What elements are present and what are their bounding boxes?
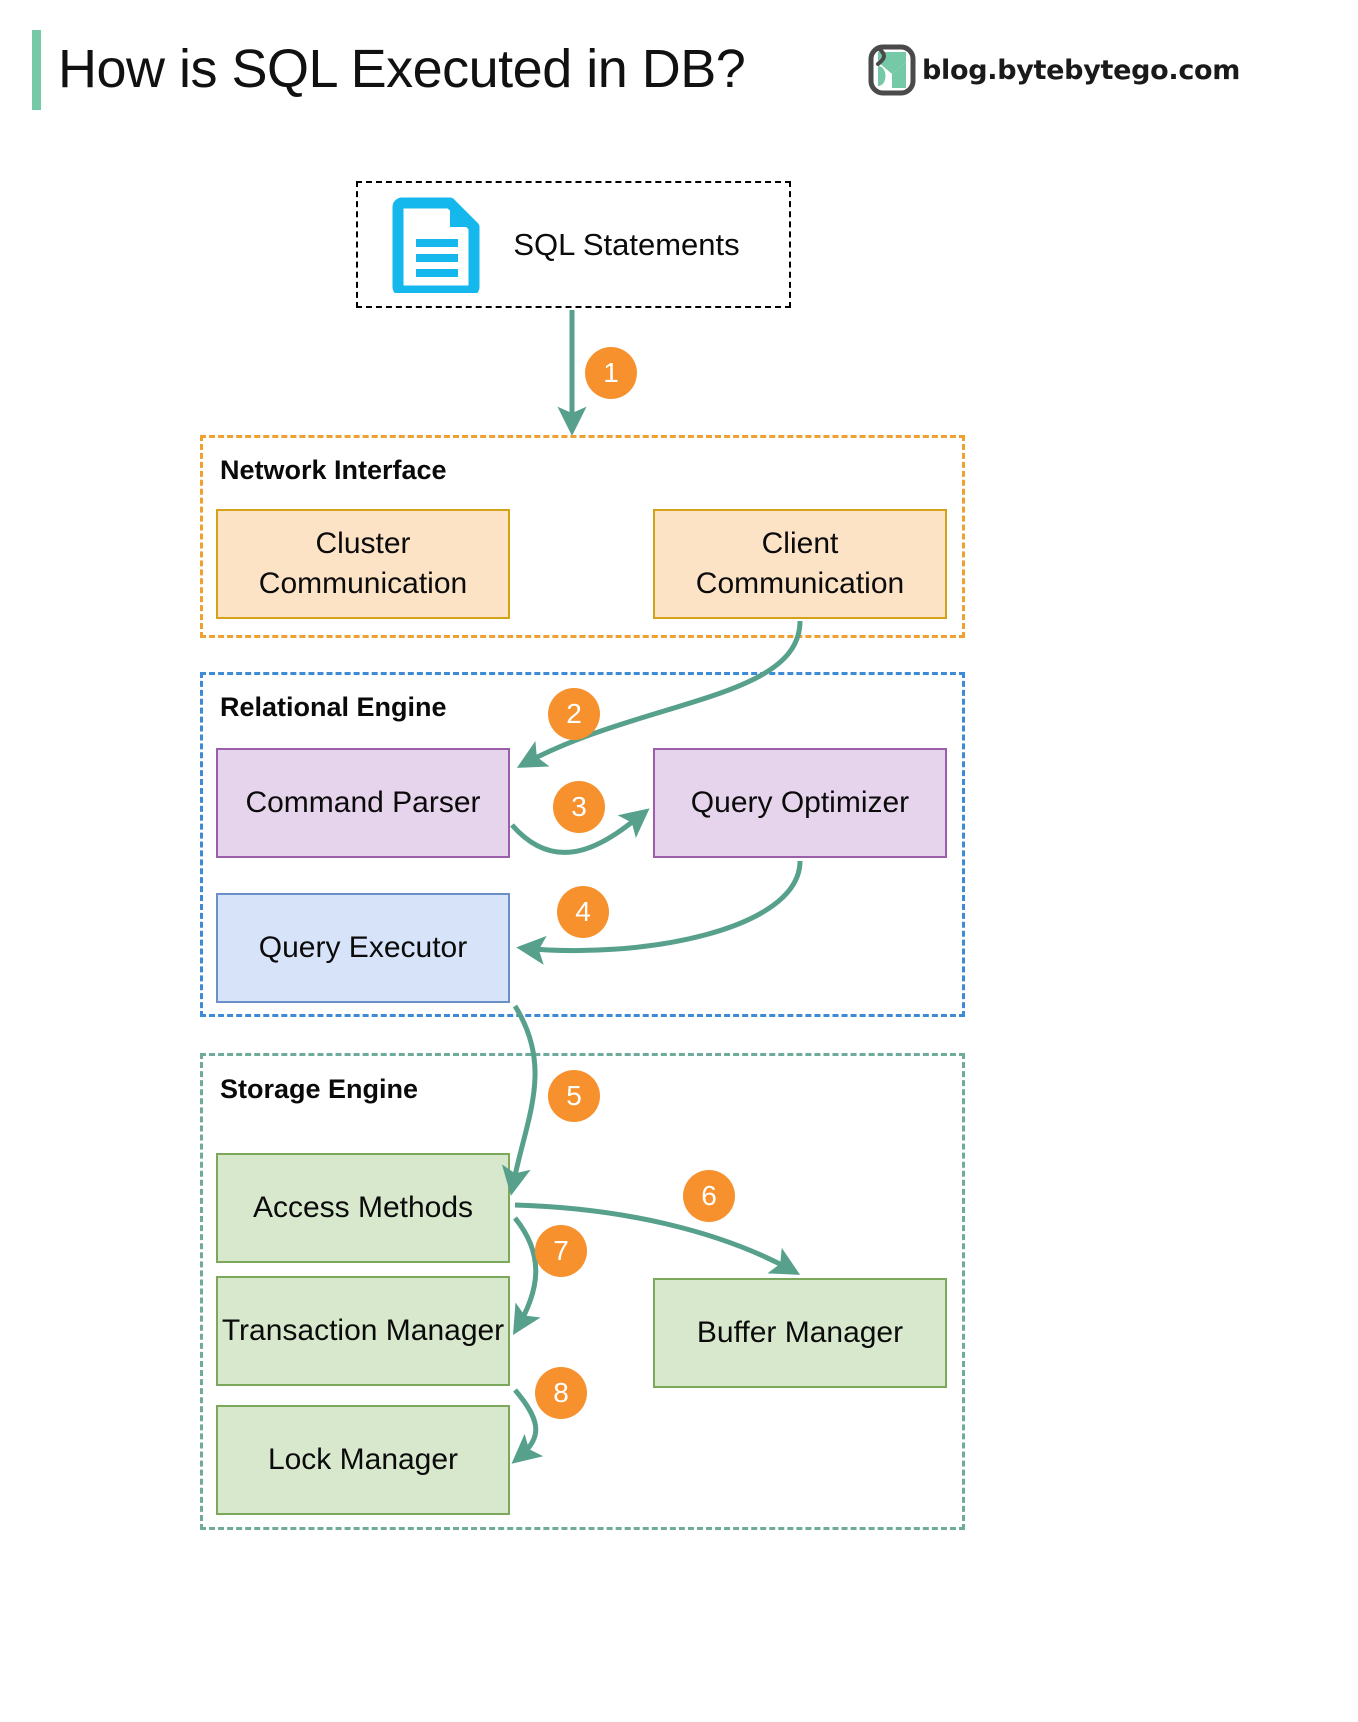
step-badge-6: 6 [683,1170,735,1222]
group-storage-engine-label: Storage Engine [220,1074,419,1104]
box-query-optimizer[interactable]: Query Optimizer [653,748,947,858]
group-network-interface-label: Network Interface [220,455,447,485]
step-badge-1: 1 [585,347,637,399]
sql-statements-card: SQL Statements [356,181,791,308]
title-accent-bar [32,30,41,110]
box-access-methods[interactable]: Access Methods [216,1153,510,1263]
step-badge-8: 8 [535,1367,587,1419]
document-icon [392,197,480,293]
box-query-executor[interactable]: Query Executor [216,893,510,1003]
step-badge-5: 5 [548,1070,600,1122]
brand-watermark: blog.bytebytego.com [868,44,1240,96]
step-badge-2: 2 [548,688,600,740]
bytebytego-logo-icon [868,44,916,96]
page-header: How is SQL Executed in DB? blog.bytebyte… [0,0,1358,140]
step-badge-4: 4 [557,886,609,938]
group-relational-engine-label: Relational Engine [220,692,447,722]
box-transaction-manager[interactable]: Transaction Manager [216,1276,510,1386]
box-cluster-communication[interactable]: Cluster Communication [216,509,510,619]
box-command-parser[interactable]: Command Parser [216,748,510,858]
page-title: How is SQL Executed in DB? [58,39,746,99]
box-lock-manager[interactable]: Lock Manager [216,1405,510,1515]
box-client-communication[interactable]: Client Communication [653,509,947,619]
sql-statements-label: SQL Statements [513,226,740,262]
step-badge-7: 7 [535,1225,587,1277]
box-buffer-manager[interactable]: Buffer Manager [653,1278,947,1388]
brand-url-text: blog.bytebytego.com [922,54,1241,86]
step-badge-3: 3 [553,781,605,833]
group-storage-engine [200,1053,965,1530]
